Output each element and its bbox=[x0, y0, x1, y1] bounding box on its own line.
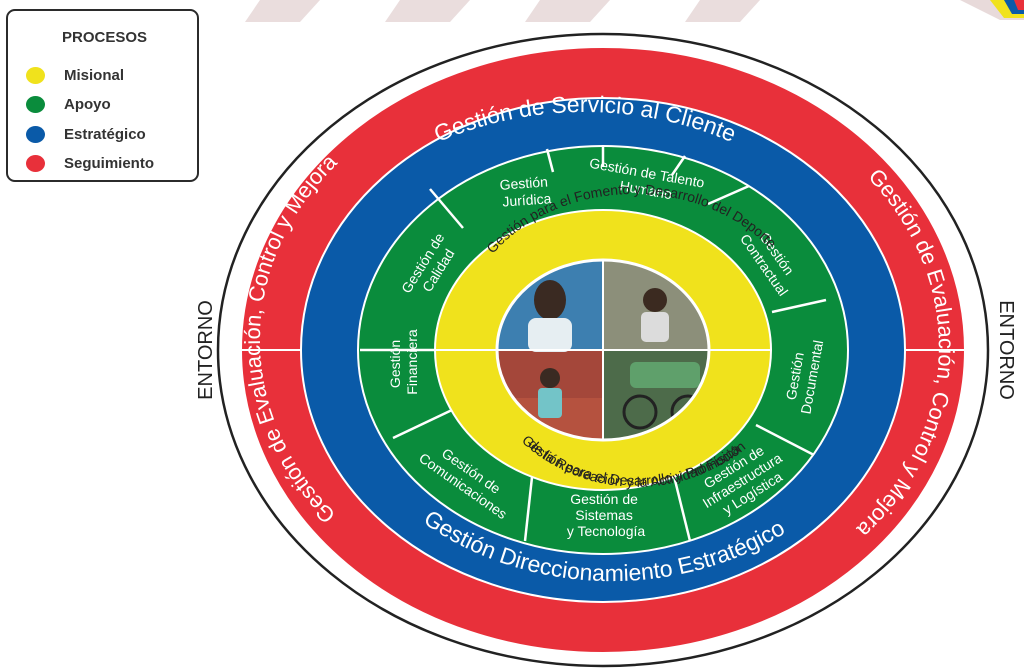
legend-item-estrategico: Estratégico bbox=[26, 123, 146, 145]
segment-juridica: Gestión Jurídica bbox=[499, 173, 553, 210]
legend-label-misional: Misional bbox=[64, 66, 125, 84]
legend-label-seguimiento: Seguimiento bbox=[64, 154, 155, 172]
apoyo-ring-dividers bbox=[360, 146, 827, 542]
legend-dot-seguimiento bbox=[26, 154, 45, 172]
photo-frame bbox=[495, 258, 711, 442]
legend-box: PROCESOS Misional Apoyo Estratégico Segu… bbox=[6, 9, 199, 182]
legend-dot-apoyo bbox=[26, 95, 45, 113]
segment-financiera: Gestión Financiera bbox=[387, 329, 420, 395]
legend-item-apoyo: Apoyo bbox=[26, 93, 111, 115]
flag-red-stripe bbox=[1014, 0, 1024, 10]
legend-dot-estrategico bbox=[26, 125, 45, 143]
entorno-label-left: ENTORNO bbox=[195, 300, 217, 400]
legend-label-apoyo: Apoyo bbox=[64, 95, 111, 113]
legend-item-misional: Misional bbox=[26, 64, 124, 86]
legend-dot-misional bbox=[26, 66, 45, 84]
legend-item-seguimiento: Seguimiento bbox=[26, 152, 154, 174]
segment-sistemas: Gestión de Sistemas y Tecnología bbox=[567, 491, 646, 539]
entorno-label-right: ENTORNO bbox=[995, 300, 1017, 400]
legend-title: PROCESOS bbox=[62, 29, 148, 46]
legend-label-estrategico: Estratégico bbox=[64, 125, 146, 143]
